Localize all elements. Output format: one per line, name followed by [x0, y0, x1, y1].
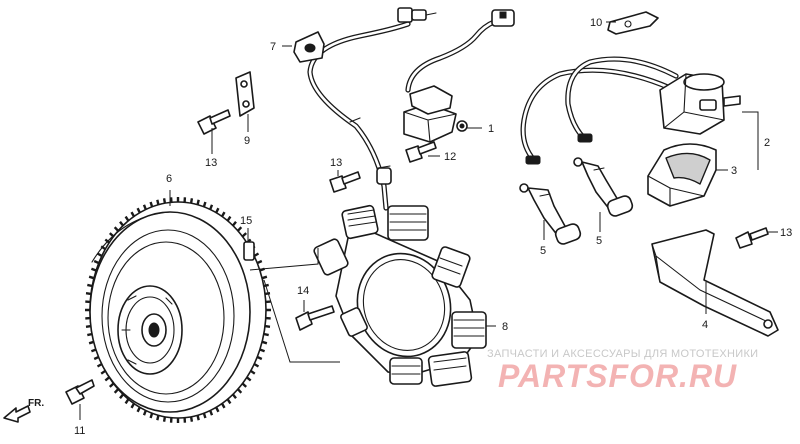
bolt-13-middle	[329, 171, 361, 193]
coil-mount-bracket	[647, 143, 717, 207]
callout-6: 6	[166, 173, 172, 185]
callout-15: 15	[240, 215, 252, 227]
flywheel	[85, 197, 271, 423]
callout-numbers: 1 2 3 4 5 5 6 7 8 9 10 11 12 13 13 13 14…	[74, 17, 792, 437]
callout-3: 3	[731, 165, 737, 177]
watermark-caption: ЗАПЧАСТИ И АКСЕССУАРЫ ДЛЯ МОТОТЕХНИКИ	[487, 348, 759, 360]
callout-10: 10	[590, 17, 602, 29]
callout-5-left: 5	[540, 245, 546, 257]
callout-2: 2	[764, 137, 770, 149]
callout-5-right: 5	[596, 235, 602, 247]
callout-7: 7	[270, 41, 276, 53]
stator	[313, 204, 487, 387]
wire-stay-plate	[235, 71, 255, 117]
wire-clamp	[607, 11, 659, 35]
flywheel-teeth-path	[85, 197, 271, 423]
bolt-13-upper	[197, 109, 231, 135]
woodruff-key-15	[243, 241, 255, 261]
stator-coil-bottom-left	[389, 357, 423, 385]
bolt-14	[295, 305, 335, 331]
stator-coil-right	[431, 246, 471, 288]
stator-wire-harness	[307, 7, 437, 211]
stator-coil-left	[313, 238, 368, 337]
flywheel-ring-gear-teeth	[85, 197, 271, 423]
spark-plug-cap-left	[519, 183, 582, 245]
ignition-coil-assembly	[520, 56, 741, 165]
callout-8: 8	[502, 321, 508, 333]
callout-11: 11	[74, 425, 85, 437]
connector-wire-top	[397, 7, 437, 23]
callout-12: 12	[444, 151, 456, 163]
callout-13-upper: 13	[205, 157, 217, 169]
stator-coil-top-left	[341, 204, 379, 240]
callout-13-middle: 13	[330, 157, 342, 169]
stator-coil-lower-right	[451, 311, 487, 349]
bolt-12	[405, 141, 437, 163]
watermark-logo: PARTSFOR.RU	[498, 358, 738, 394]
front-direction-arrow	[3, 405, 31, 423]
callout-9: 9	[244, 135, 250, 147]
ignition-coil	[659, 73, 741, 135]
front-direction-label: FR.	[28, 398, 45, 409]
bolt-11	[65, 379, 95, 405]
pulser-coil	[403, 9, 515, 143]
callout-13-right: 13	[780, 227, 792, 239]
stator-coil-bottom	[427, 351, 473, 387]
callout-14: 14	[297, 285, 309, 297]
bolt-13-right	[735, 227, 769, 249]
ignition-coil-stay	[651, 229, 779, 337]
leader-lines	[79, 21, 778, 420]
cord-grommet	[293, 31, 325, 63]
spark-plug-cap-right	[573, 157, 634, 217]
callout-1: 1	[488, 123, 494, 135]
stator-coil-top	[387, 205, 429, 241]
callout-4: 4	[702, 319, 708, 331]
